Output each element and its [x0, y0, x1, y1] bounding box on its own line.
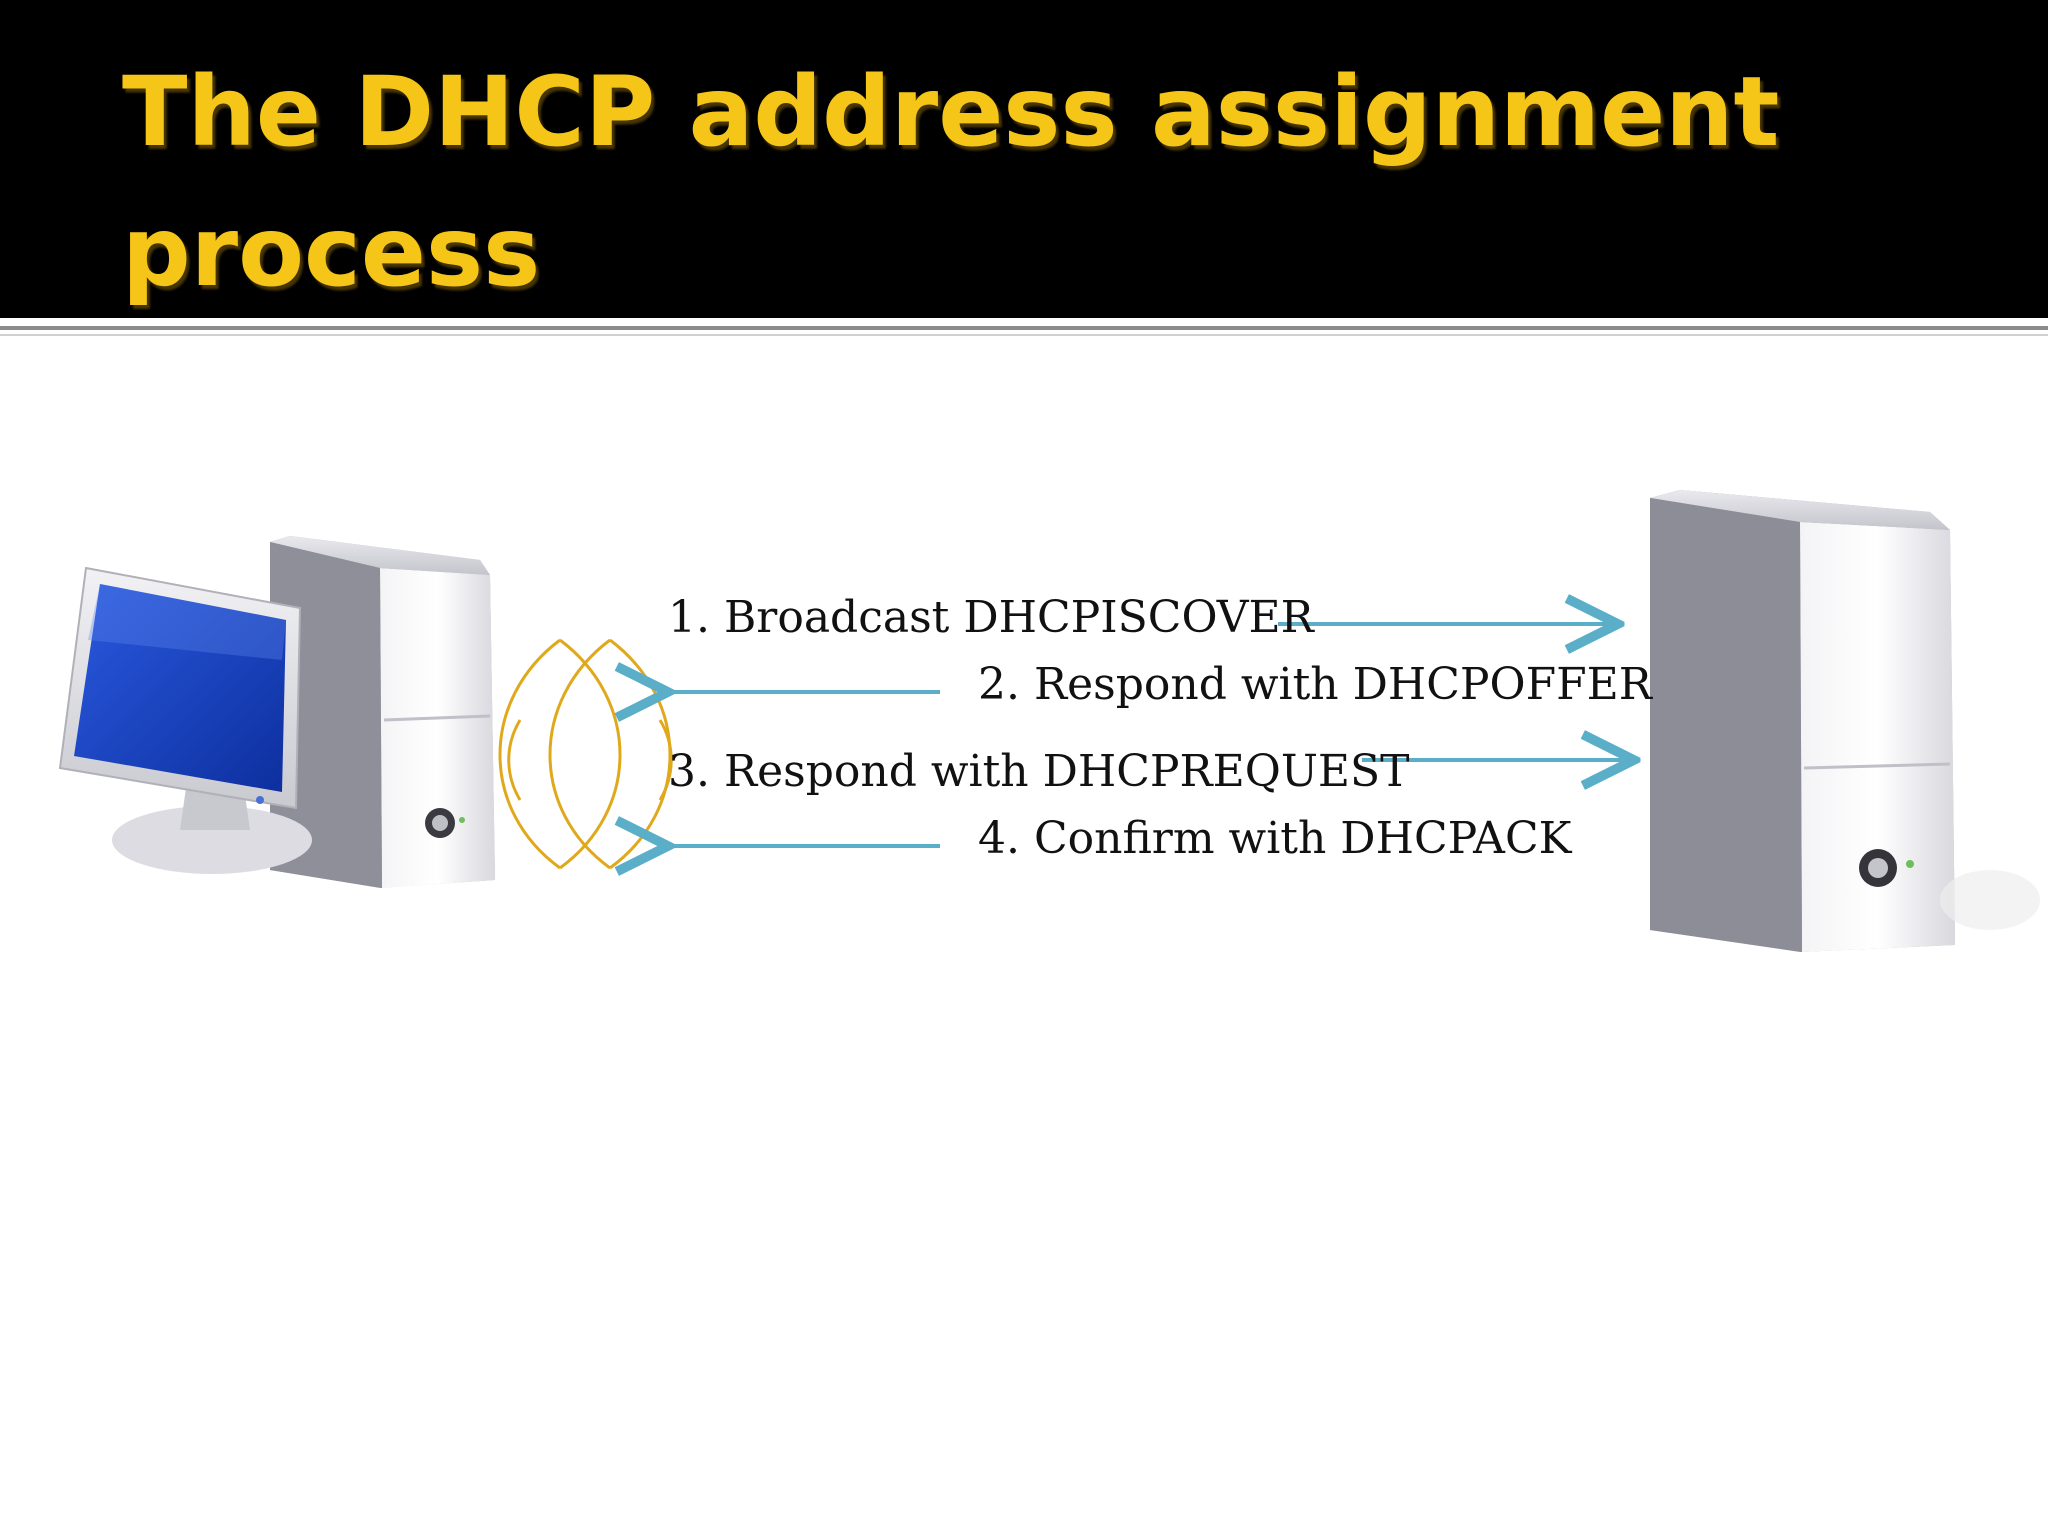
step-2-label: 2. Respond with DHCPOFFER [978, 659, 1652, 710]
title-bar: The DHCP address assignment process [0, 0, 2048, 318]
step-1-label: 1. Broadcast DHCPISCOVER [668, 592, 1314, 643]
step-4-label: 4. Confirm with DHCPACK [978, 813, 1572, 864]
title-divider [0, 326, 2048, 330]
server-tower-icon [1650, 490, 2040, 952]
slide-title: The DHCP address assignment process [122, 56, 1780, 308]
step-3-label: 3. Respond with DHCPREQUEST [668, 746, 1410, 797]
wireless-signal-icon [498, 638, 673, 870]
title-divider-thin [0, 334, 2048, 336]
desktop-computer-icon [58, 536, 495, 888]
